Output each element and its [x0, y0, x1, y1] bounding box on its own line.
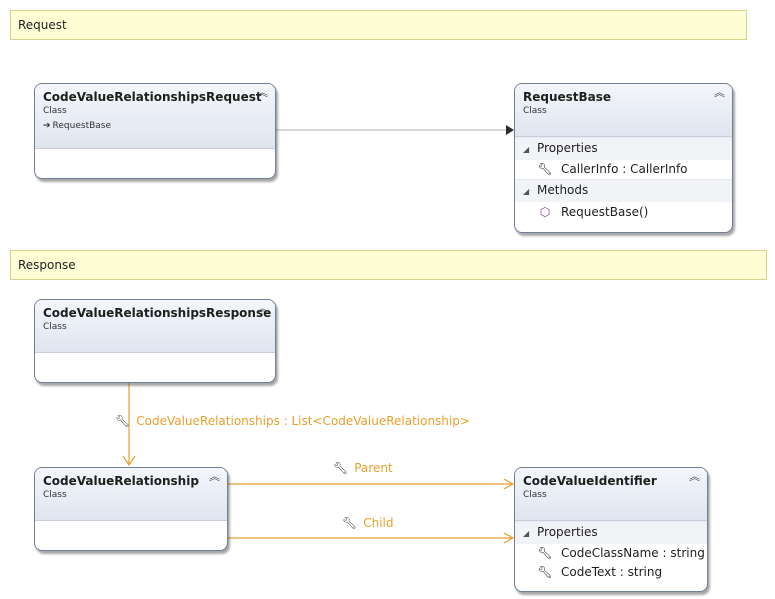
wrench-icon: 🔧︎	[342, 516, 358, 530]
class-box-codevalueidentifier[interactable]: CodeValueIdentifier Class ︽ ◢Properties …	[514, 467, 708, 592]
class-name: CodeValueRelationship	[43, 474, 199, 488]
class-box-codevaluerelationshipsrequest[interactable]: CodeValueRelationshipsRequest Class ➔Req…	[34, 83, 276, 179]
expand-triangle-icon: ◢	[523, 145, 530, 154]
parent-arrowhead	[503, 478, 515, 490]
methods-compartment-header[interactable]: ◢ Methods	[515, 179, 732, 202]
class-name: CodeValueRelationshipsRequest	[43, 90, 262, 104]
collapse-chevron-icon[interactable]: ︽	[257, 86, 268, 99]
expand-triangle-icon: ◢	[523, 529, 530, 538]
class-kind: Class	[43, 490, 67, 500]
association-text: Child	[363, 516, 394, 530]
relationships-arrowhead	[122, 455, 136, 467]
section-band-request: Request	[10, 10, 747, 40]
property-label: CodeText : string	[561, 565, 663, 579]
child-arrowhead	[503, 532, 515, 544]
base-class-name: RequestBase	[52, 121, 112, 131]
method-label: RequestBase()	[561, 205, 649, 219]
wrench-icon: 🔧︎	[333, 461, 349, 475]
association-label-relationships[interactable]: 🔧︎ CodeValueRelationships : List<CodeValu…	[115, 413, 470, 429]
properties-label: Properties	[537, 525, 598, 539]
properties-label: Properties	[537, 141, 598, 155]
class-kind: Class	[523, 490, 547, 500]
inheritance-arrow-icon: ➔	[43, 121, 51, 131]
class-name: CodeValueIdentifier	[523, 474, 657, 488]
class-kind: Class	[523, 106, 547, 116]
class-name: RequestBase	[523, 90, 612, 104]
section-title-request: Request	[18, 18, 67, 32]
collapse-chevron-icon[interactable]: ︽	[714, 86, 725, 99]
class-box-codevaluerelationship[interactable]: CodeValueRelationship Class ︽	[34, 467, 228, 551]
cube-method-icon: ⬡	[539, 205, 551, 219]
class-name: CodeValueRelationshipsResponse	[43, 306, 272, 320]
method-item[interactable]: ⬡ RequestBase()	[515, 202, 732, 223]
inheritance-label: ➔RequestBase	[43, 119, 267, 133]
association-label-child[interactable]: 🔧︎ Child	[342, 515, 394, 531]
property-label: CodeClassName : string	[561, 546, 705, 560]
methods-label: Methods	[537, 183, 589, 197]
class-box-requestbase[interactable]: RequestBase Class ︽ ◢ Properties 🔧︎ Caller…	[514, 83, 733, 233]
wrench-icon: 🔧︎	[115, 414, 131, 428]
association-text: Parent	[354, 461, 393, 475]
association-text: CodeValueRelationships : List<CodeValueR…	[136, 414, 470, 428]
collapse-chevron-icon[interactable]: ︽	[257, 302, 268, 315]
collapse-chevron-icon[interactable]: ︽	[209, 470, 220, 483]
class-kind: Class	[43, 106, 67, 116]
collapse-chevron-icon[interactable]: ︽	[689, 470, 700, 483]
property-label: CallerInfo : CallerInfo	[561, 162, 688, 176]
class-kind: Class	[43, 322, 67, 332]
properties-compartment-header[interactable]: ◢ Properties	[515, 521, 707, 544]
inheritance-arrowhead	[506, 125, 514, 135]
wrench-icon: 🔧︎	[537, 565, 553, 579]
association-label-parent[interactable]: 🔧︎ Parent	[333, 460, 393, 476]
properties-compartment-header[interactable]: ◢ Properties	[515, 137, 732, 160]
property-item[interactable]: 🔧︎ CodeClassName : string	[515, 544, 707, 563]
expand-triangle-icon: ◢	[523, 187, 530, 196]
wrench-icon: 🔧︎	[537, 546, 553, 560]
class-box-codevaluerelationshipsresponse[interactable]: CodeValueRelationshipsResponse Class ︽	[34, 299, 276, 383]
property-item[interactable]: 🔧︎ CodeText : string	[515, 563, 707, 582]
section-band-response: Response	[10, 250, 767, 280]
wrench-icon: 🔧︎	[537, 162, 553, 176]
section-title-response: Response	[18, 258, 76, 272]
property-item[interactable]: 🔧︎ CallerInfo : CallerInfo	[515, 160, 732, 179]
